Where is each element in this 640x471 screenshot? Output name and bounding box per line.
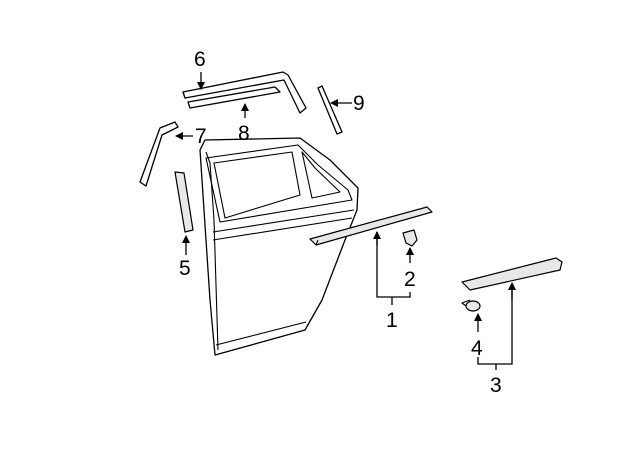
rocker-fastener: [461, 299, 481, 312]
upper-frame-moulding: [182, 71, 307, 114]
rocker-moulding: [461, 257, 563, 291]
callout-5: 5: [179, 257, 191, 280]
callout-3: 3: [490, 374, 502, 397]
callout-6: 6: [194, 48, 206, 71]
belt-moulding: [309, 206, 433, 246]
callout-4: 4: [471, 337, 483, 360]
callout-7: 7: [195, 125, 207, 148]
moulding-clip: [402, 229, 418, 247]
callout-8: 8: [238, 122, 250, 145]
rear-frame-moulding: [317, 85, 343, 135]
callout-2: 2: [404, 268, 416, 291]
leader-lines: [175, 72, 516, 370]
front-pillar-moulding: [139, 121, 179, 187]
callout-1: 1: [386, 309, 398, 332]
pillar-applique: [174, 171, 194, 233]
rear-door-shell: [199, 137, 359, 356]
callout-9: 9: [353, 92, 365, 115]
inner-frame-moulding: [187, 86, 281, 109]
